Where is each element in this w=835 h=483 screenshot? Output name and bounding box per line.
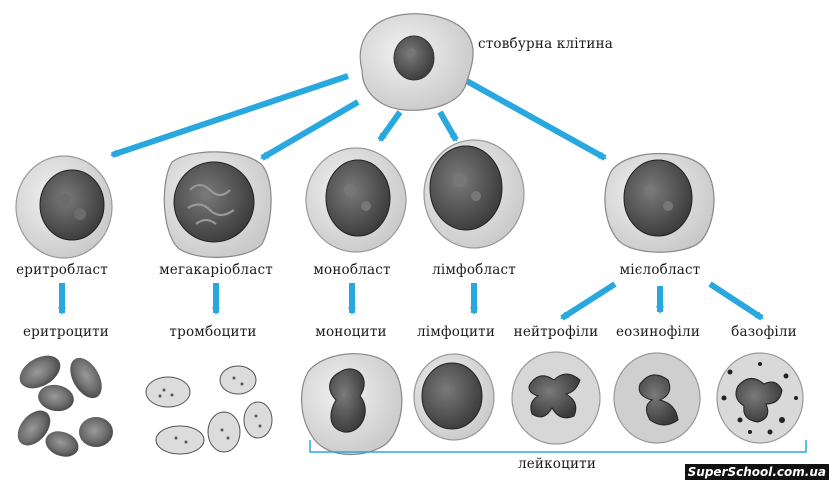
- lymphoblast-label: лімфобласт: [432, 262, 516, 278]
- megakaryoblast-image: [163, 151, 272, 258]
- eosinophils-label: еозинофіли: [615, 324, 701, 340]
- erythrocytes-label: еритроцити: [22, 324, 110, 340]
- lymphocyte-image: [413, 353, 495, 441]
- arrow-myeloblast-to-basophils: [708, 281, 764, 321]
- arrow-stem-to-myeloblast: [463, 77, 607, 161]
- neutrophil-image: [511, 351, 601, 445]
- thrombocytes-label: тромбоцити: [169, 324, 257, 340]
- arrow-stem-to-lymphoblast: [437, 110, 459, 142]
- neutrophils-label: нейтрофіли: [513, 324, 599, 340]
- eosinophil-image: [613, 352, 701, 444]
- myeloblast-image: [604, 153, 715, 253]
- leukocytes-label: лейкоцити: [517, 456, 597, 472]
- watermark-text: SuperSchool.com.ua: [684, 464, 829, 480]
- lymphoblast-image: [423, 139, 525, 249]
- basophils-label: базофіли: [731, 324, 797, 340]
- lymphocytes-label: лімфоцити: [416, 324, 496, 340]
- arrow-stem-to-megakaryoblast: [260, 99, 360, 161]
- arrow-stem-to-monoblast: [377, 110, 403, 142]
- leukocytes-bracket: [309, 440, 807, 453]
- stem-cell-label: стовбурна клітина: [478, 36, 614, 52]
- myeloblast-label: мієлобласт: [619, 262, 701, 278]
- megakaryoblast-label: мегакаріобласт: [159, 262, 273, 278]
- arrow-myeloblast-to-neutrophils: [560, 281, 617, 321]
- erythrocytes-image: [17, 355, 113, 457]
- monocyte-image: [301, 353, 403, 456]
- monoblast-image: [305, 147, 407, 253]
- monocytes-label: моноцити: [315, 324, 387, 340]
- monoblast-label: монобласт: [313, 262, 391, 278]
- stem-cell-image: [359, 13, 474, 111]
- thrombocytes-image: [145, 365, 273, 455]
- erythroblast-image: [15, 155, 113, 259]
- erythroblast-label: еритробласт: [16, 262, 108, 278]
- arrow-stem-to-erythroblast: [110, 73, 349, 158]
- basophil-image: [716, 352, 804, 444]
